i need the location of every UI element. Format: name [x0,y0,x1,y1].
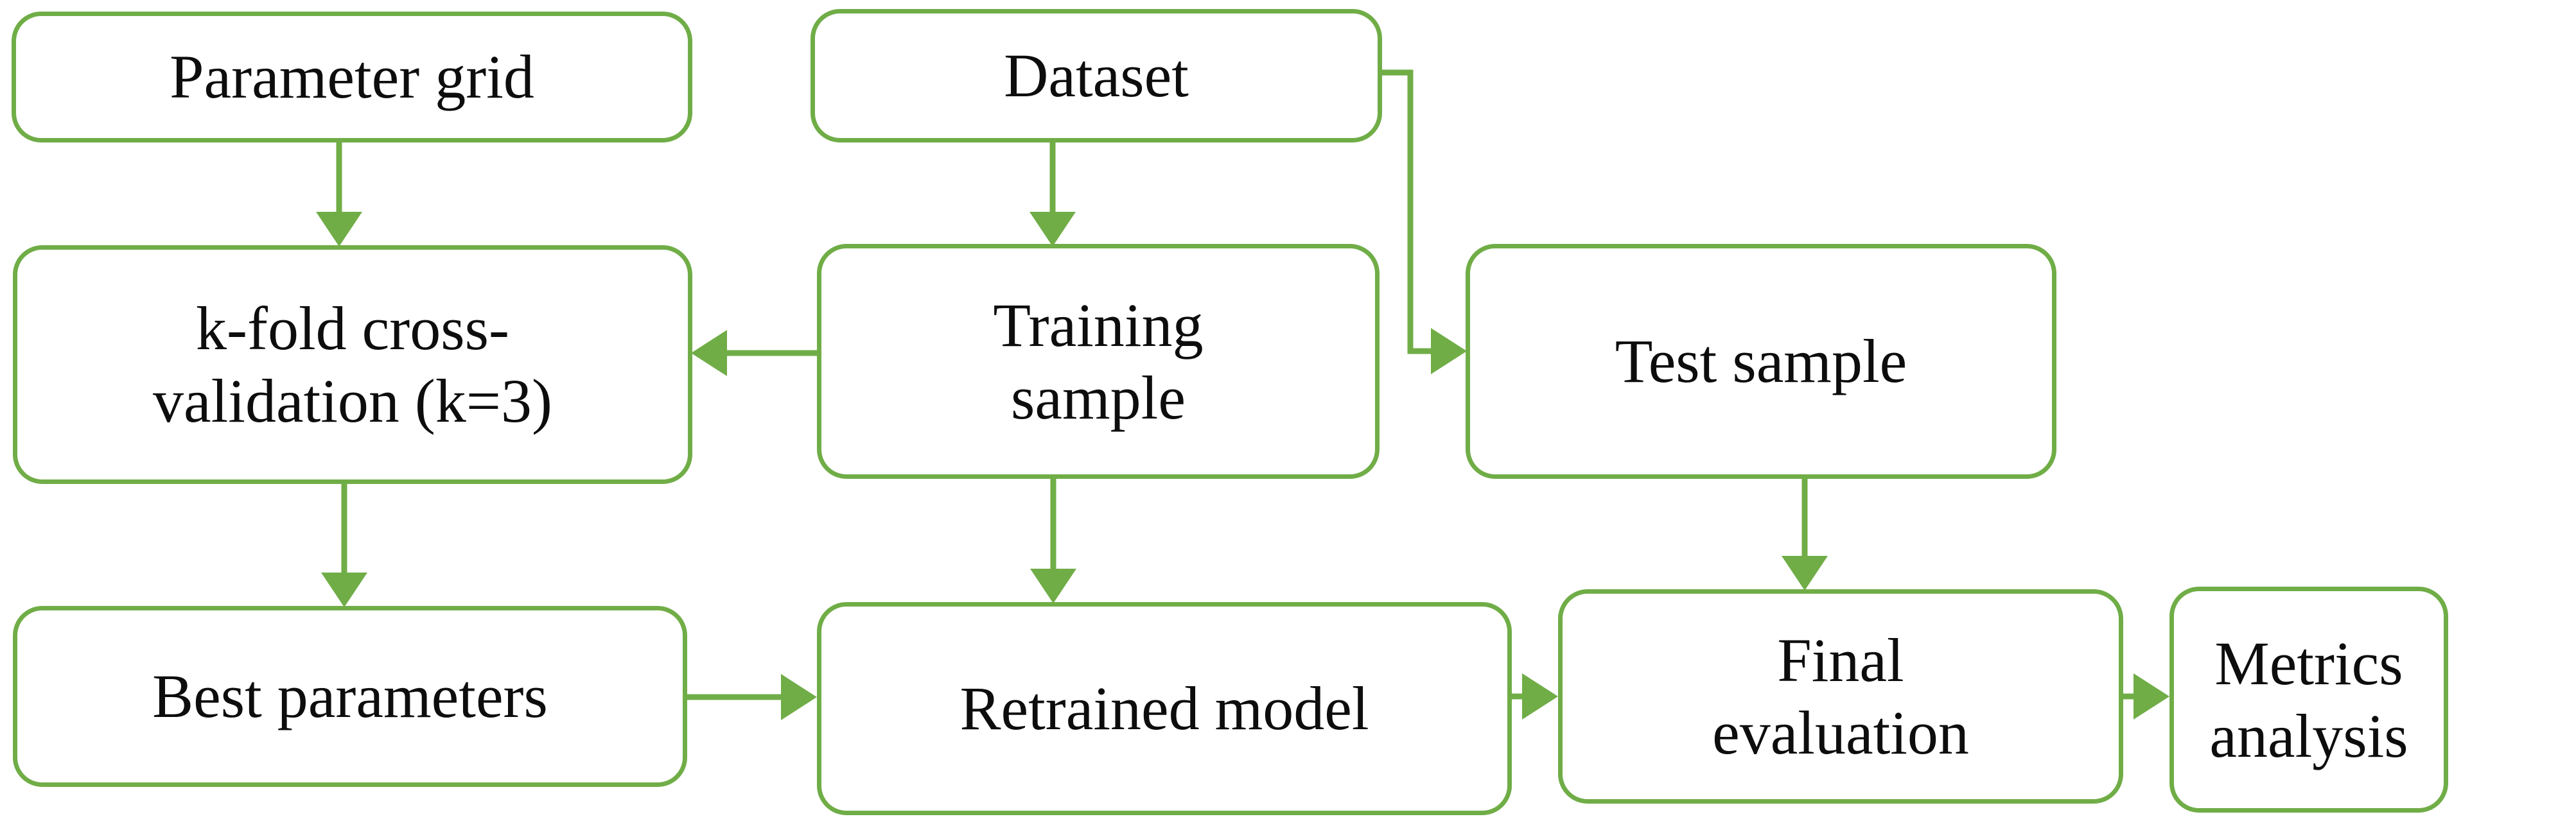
node-final-evaluation[interactable]: Final evaluation [1558,589,2123,804]
node-best-parameters[interactable]: Best parameters [13,606,687,787]
edge-training-sample-to-kfold [691,330,817,376]
node-final-evaluation-label: Final evaluation [1712,625,1969,767]
edge-final-evaluation-to-metrics-analysis [2123,673,2169,720]
edge-kfold-to-best-parameters [321,484,367,607]
edge-dataset-to-training-sample [1030,142,1076,246]
node-metrics-analysis-label: Metrics analysis [2209,628,2408,770]
edge-test-sample-to-final-evaluation [1782,479,1828,591]
node-metrics-analysis[interactable]: Metrics analysis [2169,587,2448,813]
edge-dataset-to-test-sample [1382,69,1467,374]
edge-parameter-grid-to-kfold [316,142,362,246]
edge-retrained-model-to-final-evaluation [1512,673,1558,720]
node-training-sample[interactable]: Training sample [817,244,1380,479]
edge-best-parameters-to-retrained-model [687,674,817,720]
node-parameter-grid[interactable]: Parameter grid [12,12,692,142]
node-training-sample-label: Training sample [993,290,1204,432]
node-retrained-model[interactable]: Retrained model [817,602,1512,815]
node-retrained-model-label: Retrained model [959,674,1369,743]
node-test-sample-label: Test sample [1615,327,1907,396]
node-kfold-cross-validation-label: k-fold cross- validation (k=3) [153,293,552,435]
node-parameter-grid-label: Parameter grid [170,42,534,112]
node-dataset[interactable]: Dataset [810,9,1382,142]
node-best-parameters-label: Best parameters [152,662,548,731]
node-kfold-cross-validation[interactable]: k-fold cross- validation (k=3) [13,245,692,484]
node-test-sample[interactable]: Test sample [1466,244,2056,479]
node-dataset-label: Dataset [1004,41,1189,110]
edge-training-sample-to-retrained-model [1030,479,1076,603]
